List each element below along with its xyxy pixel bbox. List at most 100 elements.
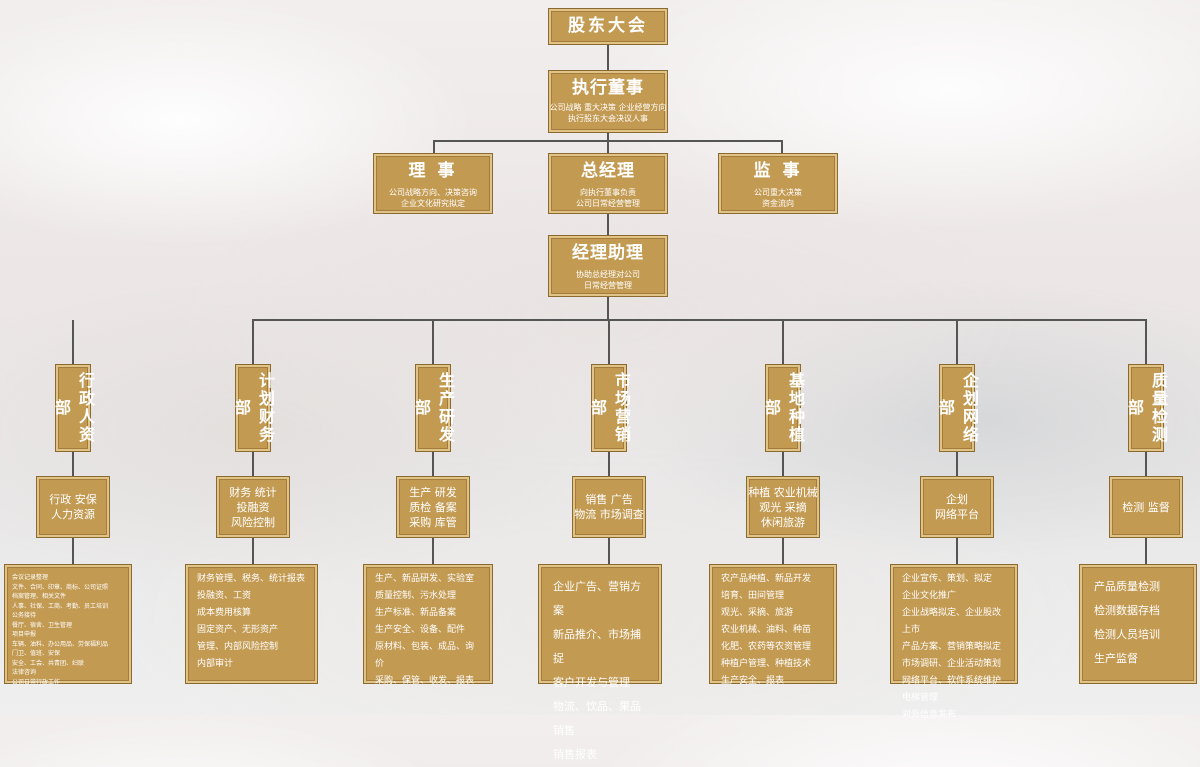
executive-director-box: 执行董事 公司战略 重大决策 企业经营方向 执行股东大会决议人事 bbox=[548, 70, 668, 133]
connector bbox=[781, 140, 783, 153]
connector bbox=[72, 320, 74, 364]
department-detail-item: 生产安全、报表 bbox=[721, 673, 825, 690]
department-detail-item: 采购、保管、收发、报表 bbox=[375, 673, 481, 690]
connector bbox=[1145, 452, 1147, 476]
supervisor-duty: 公司重大决策 bbox=[719, 187, 837, 198]
department-detail-box: 产品质量检测检测数据存档检测人员培训生产监督 bbox=[1079, 564, 1197, 684]
department-detail-item: 公司日常行政工作 bbox=[12, 678, 124, 688]
department-summary-box: 生产 研发质检 备案采购 库管 bbox=[396, 476, 470, 538]
manager-assistant-box: 经理助理 协助总经理对公司 日常经营管理 bbox=[548, 235, 668, 297]
department-summary-line: 销售 广告 bbox=[573, 492, 645, 507]
department-detail-item: 生产、新品研发、实验室 bbox=[375, 571, 481, 588]
department-name-box: 企划网络部 bbox=[939, 364, 975, 452]
executive-director-duty: 公司战略 重大决策 企业经营方向 bbox=[549, 102, 667, 113]
connector bbox=[607, 297, 609, 321]
department-detail-item: 项目申报 bbox=[12, 630, 124, 640]
department-detail-box: 会议记录整理文件、合同、印章、商标、公司证照档案管理、相关文件人事、社保、工商、… bbox=[4, 564, 132, 684]
connector bbox=[782, 452, 784, 476]
supervisor-box: 监 事 公司重大决策 资金流向 bbox=[718, 153, 838, 214]
manager-assistant-duty: 日常经营管理 bbox=[549, 280, 667, 291]
department-summary-line: 种植 农业机械 bbox=[747, 485, 819, 500]
department-detail-item: 固定资产、无形资产 bbox=[197, 622, 306, 639]
connector bbox=[607, 133, 609, 153]
connector bbox=[1145, 538, 1147, 564]
department-detail-item: 质量控制、污水处理 bbox=[375, 588, 481, 605]
department-detail-item: 种植户管理、种植技术 bbox=[721, 656, 825, 673]
connector bbox=[72, 452, 74, 476]
department-detail-item: 农业机械、油料、种苗 bbox=[721, 622, 825, 639]
department-detail-item: 生产标准、新品备案 bbox=[375, 605, 481, 622]
director-duty: 公司战略方向、决策咨询 bbox=[374, 187, 492, 198]
department-detail-item: 餐厅、宿舍、卫生管理 bbox=[12, 621, 124, 631]
department-detail-item: 档案管理、相关文件 bbox=[12, 592, 124, 602]
department-detail-item: 物流、饮品、果品销售 bbox=[553, 695, 647, 743]
department-detail-item: 产品方案、营销策略拟定 bbox=[902, 639, 1006, 656]
connector bbox=[252, 319, 1147, 321]
department-detail-item: 会议记录整理 bbox=[12, 573, 124, 583]
department-detail-item: 财务管理、税务、统计报表 bbox=[197, 571, 306, 588]
department-detail-item: 企业战略拟定、企业股改上市 bbox=[902, 605, 1006, 639]
department-detail-item: 电梯管理 bbox=[902, 690, 1006, 707]
connector bbox=[956, 320, 958, 364]
department-summary-line: 行政 安保 bbox=[37, 492, 109, 507]
department-summary-box: 企划网络平台 bbox=[920, 476, 994, 538]
department-detail-item: 对外信息发布 bbox=[902, 707, 1006, 724]
department-detail-item: 市场调研、企业活动策划 bbox=[902, 656, 1006, 673]
department-summary-line: 投融资 bbox=[217, 500, 289, 515]
department-summary-box: 财务 统计投融资风险控制 bbox=[216, 476, 290, 538]
connector bbox=[252, 452, 254, 476]
general-manager-duty: 向执行董事负责 bbox=[549, 187, 667, 198]
supervisor-duty: 资金流向 bbox=[719, 198, 837, 209]
department-summary-line: 网络平台 bbox=[921, 507, 993, 522]
connector bbox=[782, 320, 784, 364]
department-detail-item: 投融资、工资 bbox=[197, 588, 306, 605]
connector bbox=[956, 538, 958, 564]
director-duty: 企业文化研究拟定 bbox=[374, 198, 492, 209]
department-detail-item: 成本费用核算 bbox=[197, 605, 306, 622]
department-name-box: 计划财务部 bbox=[235, 364, 271, 452]
department-summary-box: 种植 农业机械观光 采摘休闲旅游 bbox=[746, 476, 820, 538]
department-detail-box: 财务管理、税务、统计报表投融资、工资成本费用核算固定资产、无形资产管理、内部风险… bbox=[185, 564, 318, 684]
department-detail-item: 公务接待 bbox=[12, 611, 124, 621]
department-name-box: 生产研发部 bbox=[415, 364, 451, 452]
manager-assistant-title: 经理助理 bbox=[549, 242, 667, 264]
department-summary-line: 采购 库管 bbox=[397, 515, 469, 530]
connector bbox=[433, 140, 783, 142]
department-detail-item: 产品质量检测 bbox=[1094, 575, 1182, 599]
connector bbox=[607, 214, 609, 235]
department-name-box: 市场营销部 bbox=[591, 364, 627, 452]
manager-assistant-duty: 协助总经理对公司 bbox=[549, 269, 667, 280]
department-summary-line: 企划 bbox=[921, 492, 993, 507]
department-detail-item: 管理、内部风险控制 bbox=[197, 639, 306, 656]
executive-director-title: 执行董事 bbox=[549, 77, 667, 99]
connector bbox=[252, 538, 254, 564]
connector bbox=[607, 45, 609, 70]
connector bbox=[782, 538, 784, 564]
general-manager-box: 总经理 向执行董事负责 公司日常经营管理 bbox=[548, 153, 668, 214]
department-detail-item: 原材料、包装、成品、询价 bbox=[375, 639, 481, 673]
department-summary-box: 检测 监督 bbox=[1109, 476, 1183, 538]
department-detail-item: 检测人员培训 bbox=[1094, 623, 1182, 647]
department-detail-box: 农产品种植、新品开发培育、田间管理观光、采摘、旅游农业机械、油料、种苗化肥、农药… bbox=[709, 564, 837, 684]
department-detail-item: 新品推介、市场捕捉 bbox=[553, 623, 647, 671]
connector bbox=[72, 538, 74, 564]
connector bbox=[608, 538, 610, 564]
department-summary-line: 人力资源 bbox=[37, 507, 109, 522]
connector bbox=[1145, 320, 1147, 364]
department-summary-line: 观光 采摘 bbox=[747, 500, 819, 515]
department-name-box: 基地种植部 bbox=[765, 364, 801, 452]
director-box: 理 事 公司战略方向、决策咨询 企业文化研究拟定 bbox=[373, 153, 493, 214]
department-detail-item: 培育、田间管理 bbox=[721, 588, 825, 605]
department-detail-box: 企业宣传、策划、拟定企业文化推广企业战略拟定、企业股改上市产品方案、营销策略拟定… bbox=[890, 564, 1018, 684]
supervisor-title: 监 事 bbox=[719, 160, 837, 182]
department-detail-item: 农产品种植、新品开发 bbox=[721, 571, 825, 588]
director-title: 理 事 bbox=[374, 160, 492, 182]
department-summary-box: 销售 广告物流 市场调查 bbox=[572, 476, 646, 538]
department-detail-item: 安全、工会、共青团、妇联 bbox=[12, 659, 124, 669]
general-manager-duty: 公司日常经营管理 bbox=[549, 198, 667, 209]
connector bbox=[608, 320, 610, 364]
connector bbox=[432, 538, 434, 564]
connector bbox=[608, 452, 610, 476]
department-summary-line: 生产 研发 bbox=[397, 485, 469, 500]
connector bbox=[252, 320, 254, 364]
